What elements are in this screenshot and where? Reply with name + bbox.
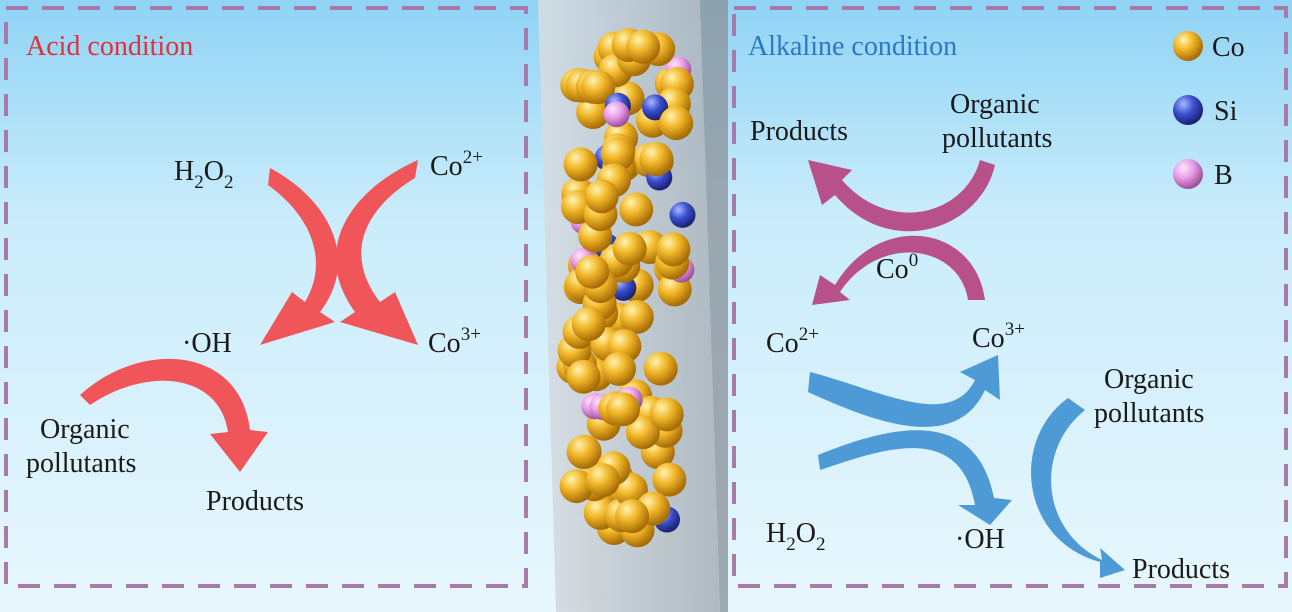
si-atom xyxy=(642,94,669,121)
acid-panel-border xyxy=(4,6,528,588)
alk-organic-top-line2: pollutants xyxy=(942,123,1052,154)
legend-b-label: B xyxy=(1214,160,1233,191)
co-atom xyxy=(615,499,649,534)
legend-si-swatch xyxy=(1173,95,1203,125)
alkaline-title: Alkaline condition xyxy=(748,31,957,62)
alk-h2o2-label: H2O2 xyxy=(766,518,825,555)
co-atom xyxy=(625,415,660,450)
acid-h2o2-label: H2O2 xyxy=(174,156,233,193)
co-atom xyxy=(559,469,594,504)
legend-b-swatch xyxy=(1173,159,1203,189)
co-atom xyxy=(619,192,654,227)
co-atom xyxy=(585,463,620,498)
co-atom xyxy=(581,70,616,105)
co-atom xyxy=(626,29,661,64)
alk-products-bottom: Products xyxy=(1132,554,1230,585)
co-atom xyxy=(563,147,598,182)
legend-co-swatch xyxy=(1173,31,1203,61)
co-atom xyxy=(612,231,647,266)
acid-products-label: Products xyxy=(206,486,304,517)
co-atom xyxy=(619,299,654,334)
co-atom xyxy=(649,397,684,432)
alkaline-top-arrows xyxy=(808,160,995,305)
legend: Co Si B xyxy=(1173,31,1245,191)
alk-organic-right-line2: pollutants xyxy=(1094,398,1204,429)
alk-arrow-h2o2-to-co3 xyxy=(808,355,1000,427)
alk-arrow-to-products-top xyxy=(808,160,995,232)
alk-co3-label: Co3+ xyxy=(972,319,1025,354)
co-atom xyxy=(643,351,678,386)
acid-arrow-organic-to-products xyxy=(80,358,268,472)
co-atom xyxy=(600,137,635,172)
acid-arrow-co2-to-co3 xyxy=(335,160,418,345)
alkaline-panel-border xyxy=(732,6,1288,588)
acid-arrows xyxy=(80,160,418,472)
co-atom xyxy=(606,392,640,427)
alk-organic-right-line1: Organic xyxy=(1104,364,1194,395)
alk-oh-label: ·OH xyxy=(955,524,1005,555)
acid-co2-label: Co2+ xyxy=(430,147,483,182)
atom-cluster xyxy=(556,28,696,548)
alk-co2-label: Co2+ xyxy=(766,324,819,359)
co-atom xyxy=(652,462,687,497)
acid-co3-label: Co3+ xyxy=(428,324,481,359)
co-atom xyxy=(656,232,691,267)
alk-arrow-organic-to-products xyxy=(1031,398,1125,578)
co-atom xyxy=(567,434,602,469)
acid-organic-line1: Organic xyxy=(40,414,130,445)
acid-organic-line2: pollutants xyxy=(26,448,136,479)
co-atom xyxy=(575,254,610,289)
legend-si-label: Si xyxy=(1214,96,1238,127)
si-atom xyxy=(669,201,696,228)
alk-organic-top-line1: Organic xyxy=(950,89,1040,120)
co-atom xyxy=(566,359,601,394)
co-atom xyxy=(639,142,674,177)
co-atom xyxy=(659,106,694,141)
alk-co0-label: Co0 xyxy=(876,250,918,285)
alk-arrow-co2-to-oh xyxy=(818,430,1012,525)
co-atom xyxy=(571,307,606,341)
alk-products-top: Products xyxy=(750,116,848,147)
b-atom xyxy=(603,101,630,128)
acid-title: Acid condition xyxy=(26,31,193,62)
legend-co-label: Co xyxy=(1212,32,1245,63)
alkaline-bottom-arrows xyxy=(808,355,1125,578)
acid-arrow-h2o2-to-oh xyxy=(260,168,339,345)
alk-arrow-to-co2 xyxy=(812,235,985,305)
co-atom xyxy=(602,351,636,386)
acid-oh-label: ·OH xyxy=(182,328,232,359)
co-atom xyxy=(584,179,619,214)
